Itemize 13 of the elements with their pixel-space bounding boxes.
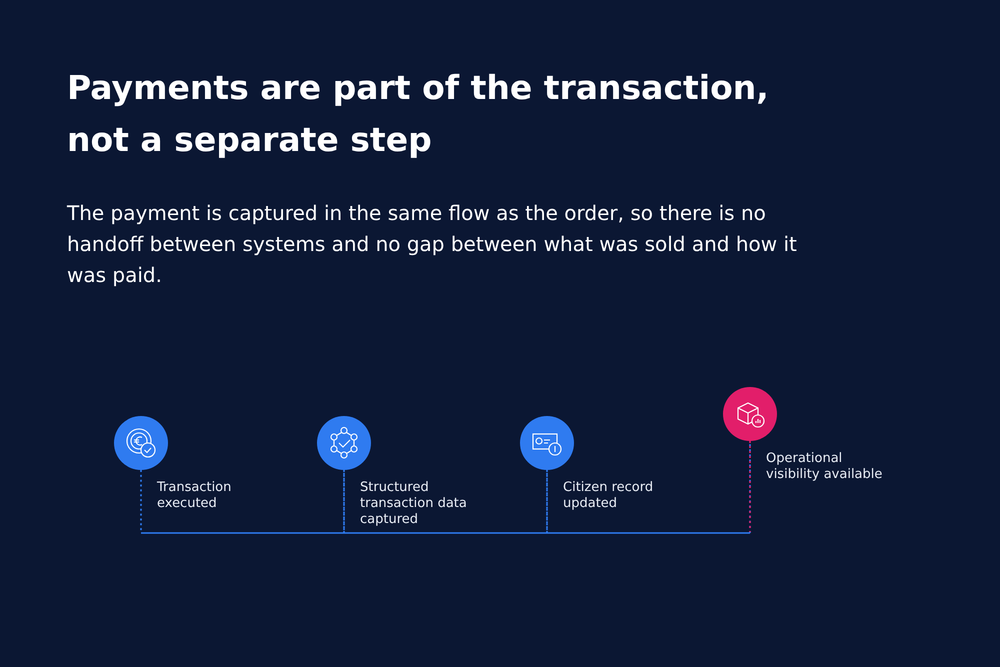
step-label: Operational visibility available [766,451,884,483]
step-label: Structured transaction data captured [360,480,468,528]
timeline-connector [343,470,548,534]
step-label: Transaction executed [157,480,232,512]
icon-circle [520,416,574,470]
subheading: The payment is captured in the same flow as the order, so there is no handoff between systems and no gap between what was sold and how it was paid. [67,200,798,289]
timeline-connector [140,470,345,534]
timeline-connector [546,441,751,534]
icon-circle [114,416,168,470]
step-label: Citizen record updated [563,480,654,512]
heading: Payments are part of the transaction, not a separate step [67,67,770,161]
icon-circle [317,416,371,470]
icon-circle [723,387,777,441]
